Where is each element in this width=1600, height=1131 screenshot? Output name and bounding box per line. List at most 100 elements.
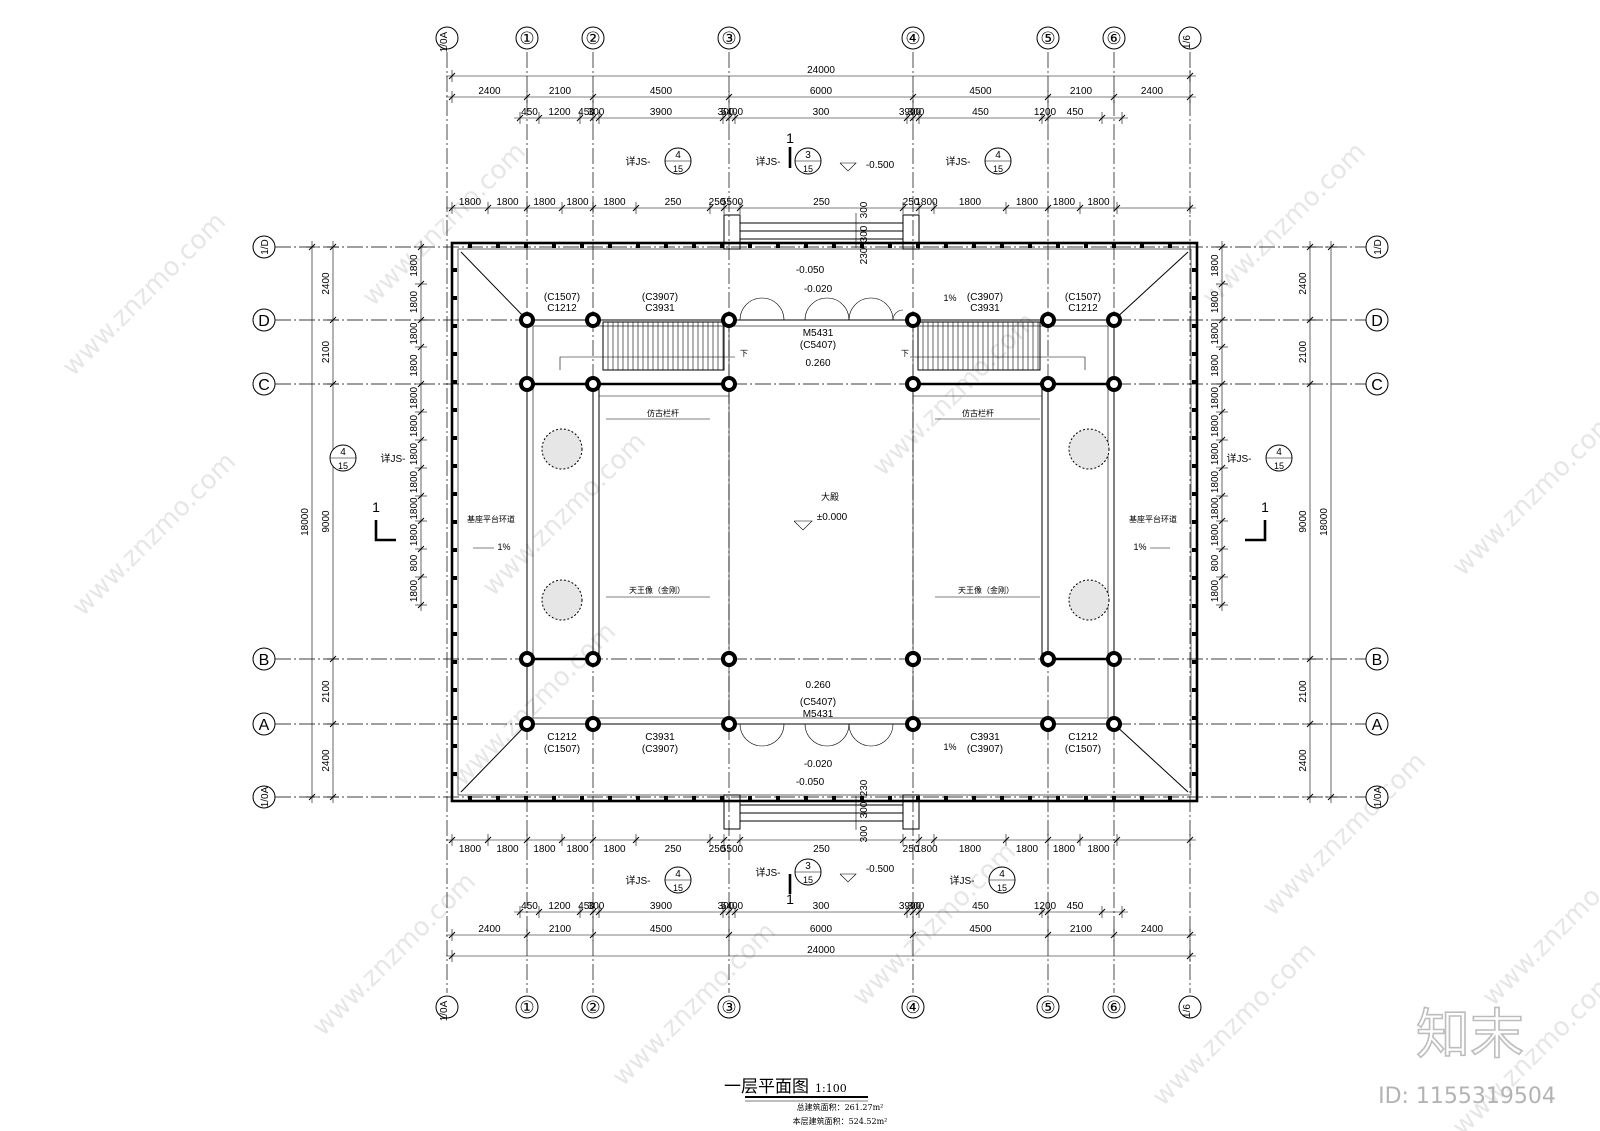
dim-right-segs: 1800 xyxy=(1210,386,1221,409)
dim-left-segs: 1800 xyxy=(409,523,420,546)
door-bottom-code: M5431 xyxy=(803,709,834,720)
statue-right: 天王像（金刚） xyxy=(958,585,1014,595)
platform-label-left: 基座平台环道 xyxy=(467,514,515,524)
dim-left-segs: 1800 xyxy=(409,322,420,345)
dim-right-row2: 2100 xyxy=(1298,340,1309,363)
grid-bubble-row xyxy=(252,308,276,332)
grid-bubble-label: 1/0A xyxy=(439,1000,450,1021)
grid-bubble-col xyxy=(901,995,925,1019)
wall-hatch xyxy=(453,520,457,524)
detail-number: 3 xyxy=(805,150,811,161)
level-bottom-n020: -0.020 xyxy=(804,759,833,770)
dim-bot-row3: 300 xyxy=(718,901,735,912)
dim-left-segs: 1800 xyxy=(409,470,420,493)
drawing-scale: 1:100 xyxy=(815,1082,847,1095)
dim-top-row3: 450 xyxy=(1067,107,1084,118)
dim-left-row2: 2100 xyxy=(321,680,332,703)
dim-top-row4: 250 xyxy=(665,197,682,208)
dim-entrance-300: 300 xyxy=(859,225,870,242)
dim-right-segs: 1800 xyxy=(1210,254,1221,277)
detail-prefix: 详JS- xyxy=(381,452,406,465)
dim-bot-total: 24000 xyxy=(807,945,835,956)
dim-bot-row2: 4500 xyxy=(650,924,673,935)
detail-prefix: 详JS- xyxy=(1227,452,1252,465)
railing-left: 仿古栏杆 xyxy=(647,408,679,418)
stair-arrow xyxy=(559,356,735,370)
column-core xyxy=(1044,380,1052,388)
win-tl-3907: (C3907) xyxy=(642,292,678,303)
grid-bubble-row xyxy=(1365,712,1389,736)
win-tl-3931: C3931 xyxy=(645,303,675,314)
grid-bubble-row xyxy=(1365,372,1389,396)
entrance-top xyxy=(723,214,920,250)
wall-hatch xyxy=(1168,244,1172,248)
wall-hatch xyxy=(888,796,892,800)
wall-hatch xyxy=(608,796,612,800)
column-core xyxy=(1044,655,1052,663)
watermark-text: www.znzmo.com xyxy=(867,307,1042,482)
wall-hatch xyxy=(1192,380,1196,384)
watermark-text: www.znzmo.com xyxy=(307,867,482,1042)
dim-bot-row2: 6000 xyxy=(810,924,833,935)
wall-hatch xyxy=(860,244,864,248)
dim-top-row3: 450 xyxy=(521,107,538,118)
dim-top-row4: 1800 xyxy=(1016,197,1039,208)
grid-bubble-label: ⑥ xyxy=(1106,29,1121,48)
wall-hatch xyxy=(524,244,528,248)
plan-labels: 大殿 ±0.000 基座平台环道 基座平台环道 1% 1% 1% 1% 仿古栏杆… xyxy=(372,130,1269,907)
section-mark-bottom: 1 xyxy=(786,891,794,907)
hall-level: ±0.000 xyxy=(817,512,848,523)
statue-left: 天王像（金刚） xyxy=(629,585,685,595)
wall-hatch xyxy=(453,324,457,328)
grid-bubble-col xyxy=(1036,995,1060,1019)
wall-hatch xyxy=(1000,796,1004,800)
wall-hatch xyxy=(524,796,528,800)
column-core xyxy=(523,380,531,388)
dim-top-row4: 5500 xyxy=(721,197,744,208)
grid-bubble-label: ④ xyxy=(905,29,920,48)
stair-outline xyxy=(917,321,1041,371)
dim-right-row2: 2400 xyxy=(1298,272,1309,295)
grid-bubble-label: ① xyxy=(519,998,534,1017)
wall-hatch xyxy=(944,244,948,248)
grid-bubble-label: B xyxy=(1372,652,1383,669)
grid-bubble-label: ⑥ xyxy=(1106,998,1121,1017)
wall-hatch xyxy=(1192,548,1196,552)
dim-bot-row4: 1800 xyxy=(915,844,938,855)
wall-hatch xyxy=(888,244,892,248)
win-tr-1212: C1212 xyxy=(1068,303,1098,314)
dim-top-row3: 3900 xyxy=(650,107,673,118)
door-top-code: M5431 xyxy=(803,328,834,339)
dim-left-total: 18000 xyxy=(300,508,311,536)
detail-number: 4 xyxy=(675,150,681,161)
grid-bubble-col xyxy=(1036,26,1060,50)
grid-bubble-col xyxy=(717,995,741,1019)
detail-sheet: 15 xyxy=(803,875,813,885)
detail-sheet: 15 xyxy=(673,164,683,174)
dim-bot-row3: 300 xyxy=(813,901,830,912)
detail-sheet: 15 xyxy=(1274,461,1284,471)
grid-bubble-row xyxy=(1365,785,1389,809)
column-core xyxy=(589,380,597,388)
slope-top: 1% xyxy=(943,293,956,303)
win-bl-3907: (C3907) xyxy=(642,744,678,755)
wall-hatch xyxy=(468,796,472,800)
detail-number: 4 xyxy=(999,869,1005,880)
dim-top-row4: 1800 xyxy=(1053,197,1076,208)
grid-bubble-label: A xyxy=(1372,717,1383,734)
wall-hatch xyxy=(1056,796,1060,800)
dim-left-segs: 1800 xyxy=(409,354,420,377)
dim-top-row2: 2100 xyxy=(1070,86,1093,97)
dim-left-segs: 1800 xyxy=(409,442,420,465)
level-top-n500: -0.500 xyxy=(866,160,895,171)
level-top-n050: -0.050 xyxy=(796,265,825,276)
dim-entrance-230: 230 xyxy=(859,247,870,264)
dim-entrance-300: 300 xyxy=(859,825,870,842)
column-core xyxy=(1044,720,1052,728)
dim-bot-row3: 1200 xyxy=(1034,901,1057,912)
dim-bot-row4: 1800 xyxy=(459,844,482,855)
grid-bubble-col xyxy=(515,995,539,1019)
wall-hatch xyxy=(453,688,457,692)
column-core xyxy=(909,655,917,663)
